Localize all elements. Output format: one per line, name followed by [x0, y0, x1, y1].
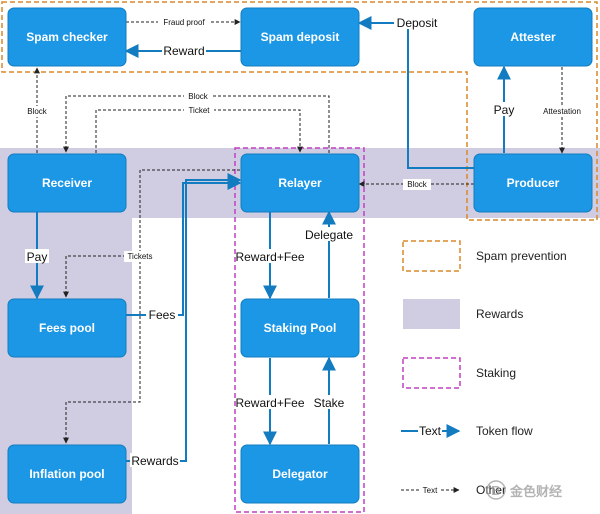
svg-text:Other: Other	[476, 483, 506, 497]
deposit-label: Deposit	[397, 16, 438, 30]
svg-text:Rewards: Rewards	[476, 307, 523, 321]
legend-staking: Staking	[402, 357, 516, 389]
watermark: B 金色财经	[486, 480, 562, 500]
svg-text:Inflation pool: Inflation pool	[29, 467, 104, 481]
svg-text:Text: Text	[423, 486, 438, 495]
svg-text:金色财经: 金色财经	[509, 484, 562, 499]
reward-fee-relayer-label: Reward+Fee	[235, 250, 304, 264]
node-staking-pool[interactable]: Staking Pool	[240, 298, 360, 358]
block-receiver-edge	[63, 95, 330, 153]
legend-rewards: Rewards	[403, 299, 523, 329]
legend: Spam prevention Rewards Staking Text Tok…	[401, 240, 567, 497]
svg-text:Token flow: Token flow	[476, 424, 533, 438]
node-delegator[interactable]: Delegator	[240, 444, 360, 504]
svg-text:Staking: Staking	[476, 366, 516, 380]
reward-label: Reward	[163, 44, 204, 58]
tickets-label: Tickets	[127, 252, 152, 261]
node-attester[interactable]: Attester	[473, 7, 593, 67]
edge-labels: Fraud proof Reward Deposit Pay Attestati…	[23, 15, 585, 468]
svg-text:Receiver: Receiver	[42, 176, 92, 190]
svg-text:Delegator: Delegator	[272, 467, 328, 481]
block-relayer-label: Block	[407, 180, 428, 189]
legend-spam-prevention: Spam prevention	[402, 240, 567, 272]
node-spam-deposit[interactable]: Spam deposit	[240, 7, 360, 67]
delegate-label: Delegate	[305, 228, 353, 242]
svg-text:Relayer: Relayer	[278, 176, 322, 190]
node-inflation-pool[interactable]: Inflation pool	[7, 444, 127, 504]
nodes: Spam checker Spam deposit Attester Recei…	[7, 7, 593, 504]
fraud-proof-label: Fraud proof	[163, 18, 205, 27]
node-fees-pool[interactable]: Fees pool	[7, 298, 127, 358]
svg-text:Spam deposit: Spam deposit	[261, 30, 340, 44]
attestation-label: Attestation	[543, 107, 581, 116]
block-receiver-label: Block	[188, 92, 209, 101]
node-receiver[interactable]: Receiver	[7, 153, 127, 213]
inflation-edge	[63, 256, 141, 444]
svg-text:Producer: Producer	[507, 176, 560, 190]
ticket-edge	[95, 109, 303, 153]
node-spam-checker[interactable]: Spam checker	[7, 7, 127, 67]
legend-token-flow: Text Token flow	[401, 424, 533, 438]
spam-prevention-region	[1, 1, 598, 221]
svg-text:Text: Text	[419, 424, 442, 438]
node-relayer[interactable]: Relayer	[240, 153, 360, 213]
svg-text:Attester: Attester	[510, 30, 556, 44]
pay-attester-label: Pay	[494, 103, 515, 117]
pay-fees-label: Pay	[27, 250, 48, 264]
svg-text:Staking Pool: Staking Pool	[264, 321, 337, 335]
rewards-label: Rewards	[131, 454, 178, 468]
fees-label: Fees	[149, 308, 176, 322]
node-producer[interactable]: Producer	[473, 153, 593, 213]
svg-text:Spam checker: Spam checker	[26, 30, 108, 44]
block-spam-checker-label: Block	[27, 107, 48, 116]
svg-text:Spam prevention: Spam prevention	[476, 249, 567, 263]
legend-other: Text Other	[401, 483, 506, 497]
stake-label: Stake	[314, 396, 345, 410]
deposit-edge	[357, 16, 474, 169]
svg-text:B: B	[491, 483, 500, 498]
svg-text:Fees pool: Fees pool	[39, 321, 95, 335]
ticket-label: Ticket	[188, 106, 210, 115]
reward-fee-staking-label: Reward+Fee	[235, 396, 304, 410]
